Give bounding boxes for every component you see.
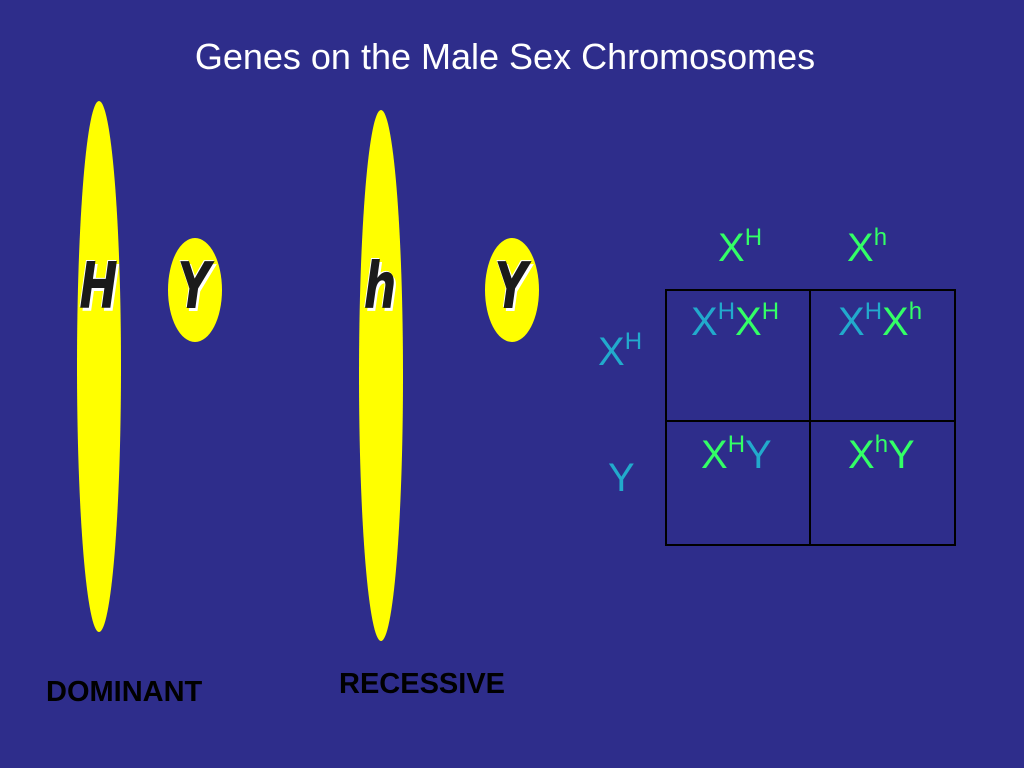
col-header-2-sup: h [873,224,888,251]
cell-2-2-a-sup: h [874,431,889,458]
cell-1-2-b-sup: h [908,298,923,325]
cell-2-1-a-sup: H [727,431,746,458]
col-header-2: Xh [847,224,888,271]
row-header-1: XH [598,328,643,375]
cell-2-1-a: X [701,433,728,477]
row-header-1-base: X [598,330,625,374]
cell-2-1: XHY [701,431,772,478]
cell-1-2-a: X [838,300,865,344]
cell-1-1-a: X [691,300,718,344]
gene-label-H: H [79,250,118,324]
y-chromosome-dominant [168,238,222,342]
col-header-2-base: X [847,226,874,270]
cell-1-2: XHXh [838,298,923,345]
cell-2-2-b: Y [888,433,915,477]
gene-label-Y-dominant: Y [177,250,211,324]
row-header-1-sup: H [624,328,643,355]
cell-1-2-a-sup: H [864,298,883,325]
cell-1-2-b: X [882,300,909,344]
dominant-label: DOMINANT [46,676,203,708]
cell-1-1-b: X [735,300,762,344]
punnett-divider-vertical [809,289,811,546]
col-header-1-sup: H [744,224,763,251]
cell-2-2: XhY [848,431,915,478]
y-chromosome-recessive [485,238,539,342]
cell-2-1-b: Y [745,433,772,477]
punnett-divider-horizontal [665,420,956,422]
x-chromosome-dominant [77,101,121,632]
col-header-1-base: X [718,226,745,270]
cell-2-2-a: X [848,433,875,477]
gene-label-h: h [363,250,397,324]
cell-1-1-b-sup: H [761,298,780,325]
slide-title: Genes on the Male Sex Chromosomes [194,36,816,77]
x-chromosome-recessive [359,110,403,641]
col-header-1: XH [718,224,763,271]
row-header-2-base: Y [608,456,635,500]
cell-1-1-a-sup: H [717,298,736,325]
gene-label-Y-recessive: Y [494,250,528,324]
recessive-label: RECESSIVE [339,668,505,700]
cell-1-1: XHXH [691,298,780,345]
row-header-2: Y [608,456,635,501]
